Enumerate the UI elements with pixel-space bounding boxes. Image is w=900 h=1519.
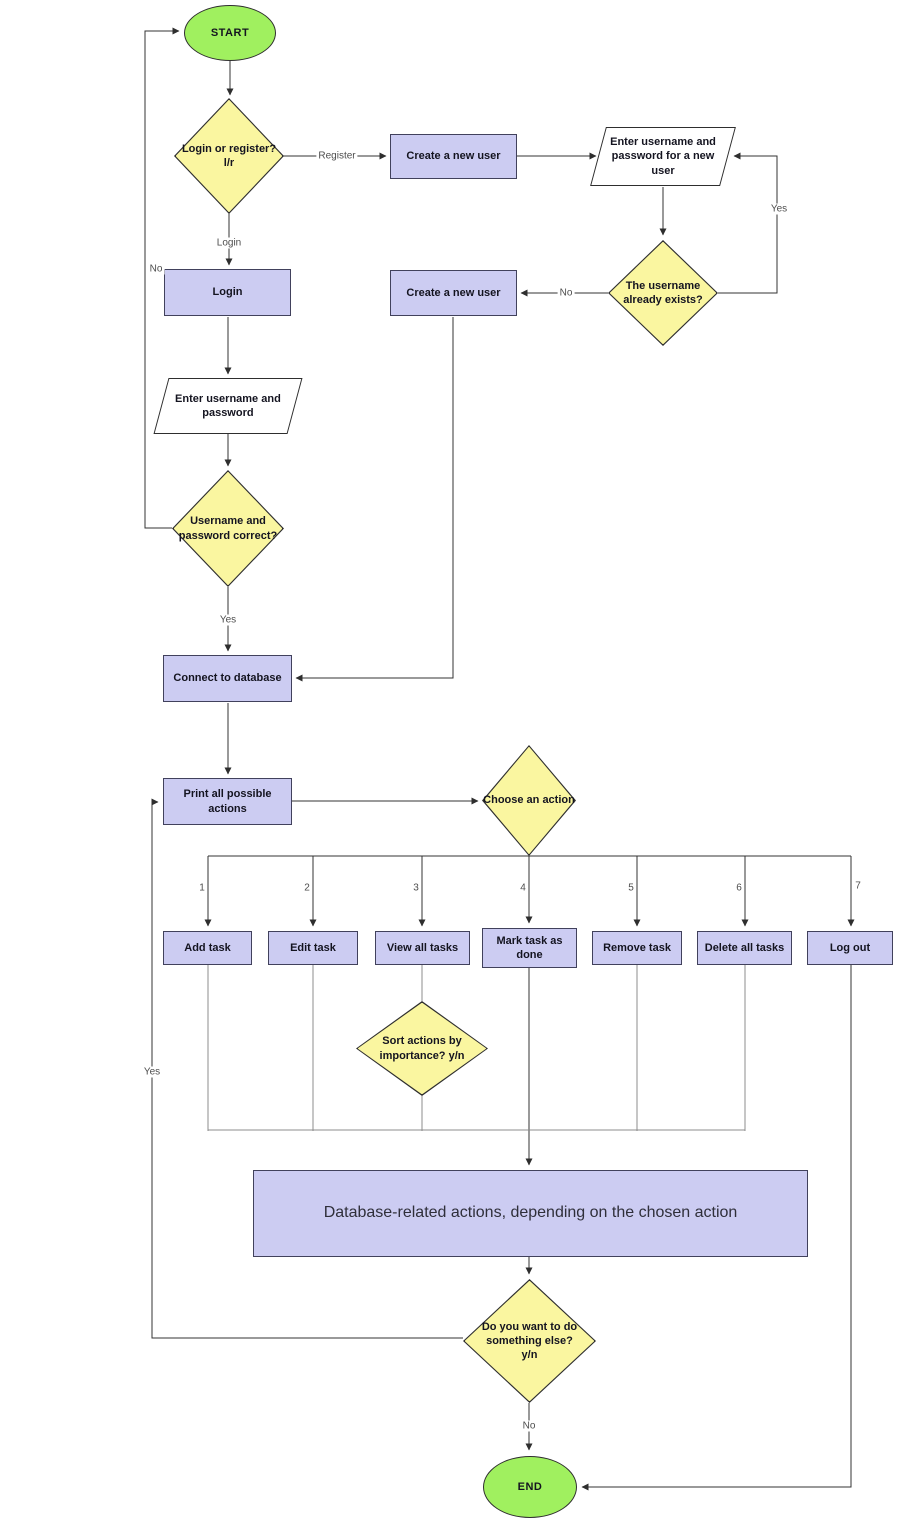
edge-label-login: Login: [214, 237, 244, 249]
node-something-else: Do you want to do something else? y/n: [463, 1279, 596, 1403]
edge-usernameexists-yes-loop: [718, 152, 778, 294]
node-create-user-mid: Create a new user: [390, 270, 517, 316]
node-print-actions: Print all possible actions: [163, 778, 292, 825]
node-create-user-top: Create a new user: [390, 134, 517, 179]
node-enter-credentials-label: Enter username and password: [175, 392, 281, 419]
node-delete-all-tasks-label: Delete all tasks: [704, 941, 785, 954]
edge-label-no-username-exists: No: [557, 287, 575, 299]
node-edit-task-label: Edit task: [290, 941, 336, 954]
node-credentials-correct-label: Username and password correct?: [178, 515, 278, 542]
node-login: Login: [164, 269, 291, 316]
edge-label-no-credentials: No: [147, 263, 165, 275]
node-login-or-register: Login or register? l/r: [174, 98, 284, 214]
node-create-user-mid-label: Create a new user: [406, 286, 501, 299]
edge-label-yes-credentials: Yes: [217, 614, 239, 626]
edge-logout-to-end: [581, 965, 852, 1491]
node-sort-actions: Sort actions by importance? y/n: [356, 1001, 488, 1096]
node-mark-task-done: Mark task as done: [482, 928, 577, 968]
node-db-actions-label: Database-related actions, depending on t…: [323, 1204, 738, 1222]
edge-label-yes-username-exists: Yes: [768, 203, 790, 215]
node-remove-task: Remove task: [592, 931, 682, 965]
node-choose-action-label: Choose an action: [483, 794, 575, 807]
edge-label-no-repeat: No: [520, 1420, 538, 1432]
edge-label-choice-6: 6: [736, 882, 742, 894]
node-log-out: Log out: [807, 931, 893, 965]
node-credentials-correct: Username and password correct?: [172, 470, 284, 587]
edge-label-choice-1: 1: [199, 882, 205, 894]
node-edit-task: Edit task: [268, 931, 358, 965]
edge-label-choice-2: 2: [304, 882, 310, 894]
node-connect-db: Connect to database: [163, 655, 292, 702]
node-something-else-label: Do you want to do something else? y/n: [481, 1320, 578, 1362]
node-username-exists: The username already exists?: [608, 240, 718, 346]
node-start: START: [184, 5, 276, 61]
edge-label-choice-4: 4: [520, 882, 526, 894]
node-enter-new-user-credentials: Enter username and password for a new us…: [590, 127, 736, 186]
node-end-label: END: [517, 1480, 543, 1493]
node-connect-db-label: Connect to database: [173, 672, 282, 685]
node-db-actions: Database-related actions, depending on t…: [253, 1170, 808, 1257]
edge-label-choice-5: 5: [628, 882, 634, 894]
node-login-or-register-label: Login or register? l/r: [181, 142, 277, 169]
node-start-label: START: [210, 26, 250, 39]
node-delete-all-tasks: Delete all tasks: [697, 931, 792, 965]
edge-label-choice-3: 3: [413, 882, 419, 894]
node-username-exists-label: The username already exists?: [623, 279, 703, 306]
node-add-task: Add task: [163, 931, 252, 965]
node-end: END: [483, 1456, 577, 1518]
node-print-actions-label: Print all possible actions: [183, 788, 272, 815]
node-mark-task-done-label: Mark task as done: [496, 934, 563, 961]
node-view-all-tasks: View all tasks: [375, 931, 470, 965]
edge-label-register: Register: [316, 150, 358, 162]
node-view-all-tasks-label: View all tasks: [386, 941, 459, 954]
edge-label-choice-7: 7: [855, 880, 861, 892]
node-login-label: Login: [212, 286, 243, 299]
node-add-task-label: Add task: [184, 941, 231, 954]
edge-credscorrect-no-loop: [144, 27, 180, 529]
edge-createuser2-to-connectdb: [295, 317, 454, 682]
node-create-user-top-label: Create a new user: [406, 150, 501, 163]
edge-label-yes-repeat: Yes: [141, 1066, 163, 1078]
node-sort-actions-label: Sort actions by importance? y/n: [379, 1035, 465, 1062]
node-log-out-label: Log out: [829, 941, 871, 954]
node-choose-action: Choose an action: [482, 745, 576, 856]
node-remove-task-label: Remove task: [603, 941, 671, 954]
node-enter-new-user-credentials-label: Enter username and password for a new us…: [610, 136, 716, 177]
node-enter-credentials: Enter username and password: [153, 378, 303, 434]
